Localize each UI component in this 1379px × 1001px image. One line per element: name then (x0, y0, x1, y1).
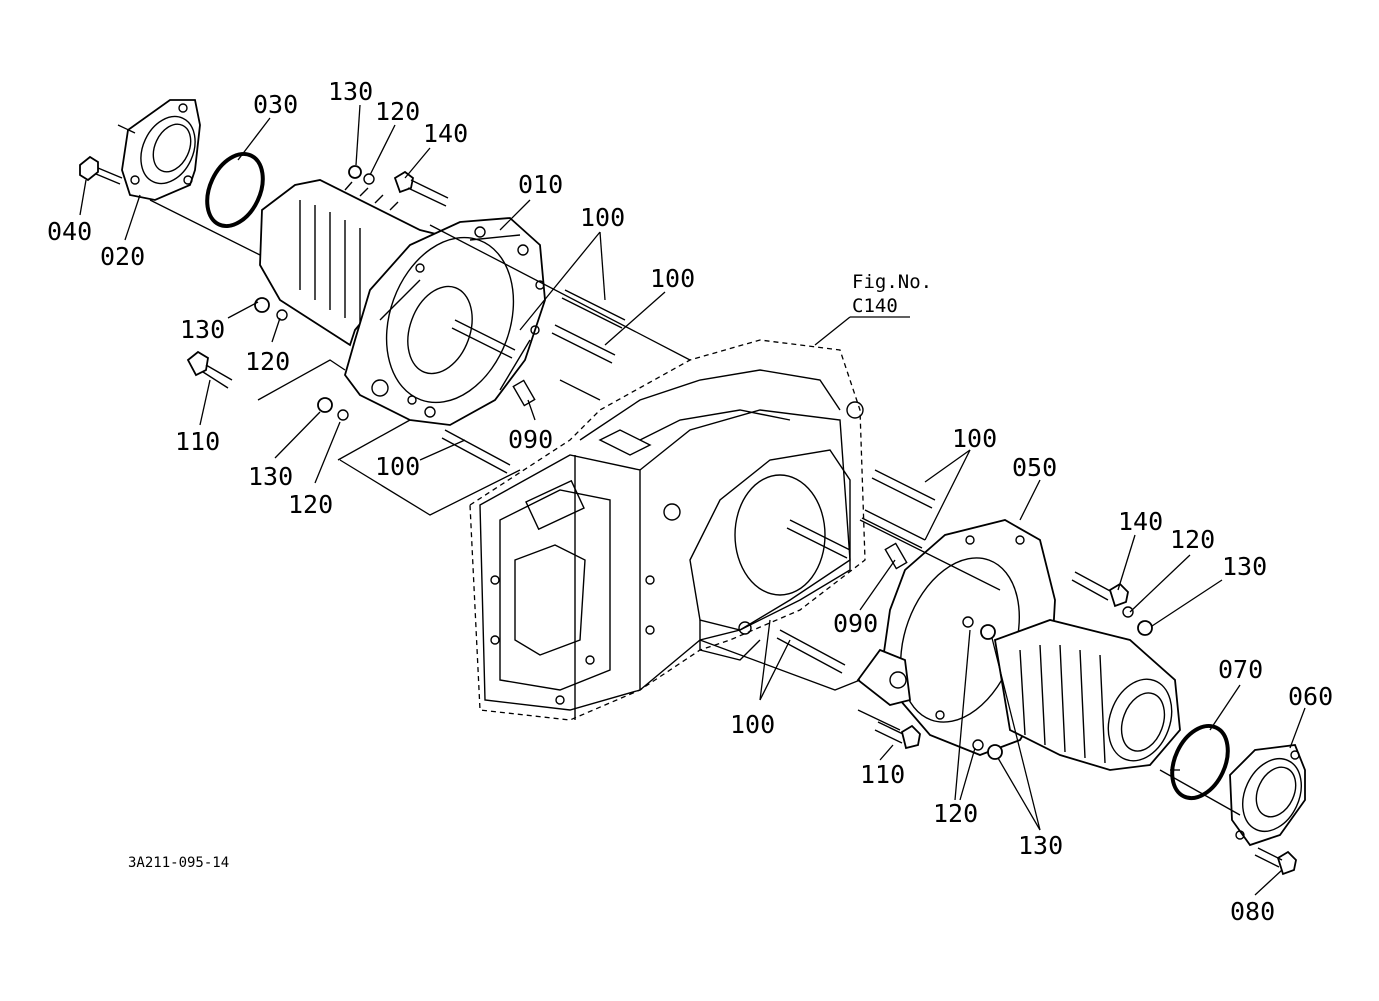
part-labels: 030 130 120 140 010 040 020 100 100 130 … (47, 77, 1333, 926)
left-fasteners (79, 155, 626, 474)
label-080: 080 (1230, 897, 1275, 926)
label-120-mid: 120 (245, 347, 290, 376)
label-100-c: 100 (375, 452, 420, 481)
label-110-right: 110 (860, 760, 905, 789)
label-120-bottom: 120 (933, 799, 978, 828)
label-030: 030 (253, 90, 298, 119)
drawing-code: 3A211-095-14 (128, 855, 229, 871)
label-130-mid: 130 (180, 315, 225, 344)
label-100-a: 100 (580, 203, 625, 232)
label-070: 070 (1218, 655, 1263, 684)
label-120-low: 120 (288, 490, 333, 519)
label-130-right: 130 (1222, 552, 1267, 581)
right-seal-housing (1229, 744, 1306, 847)
label-100-d: 100 (952, 424, 997, 453)
label-120-right: 120 (1170, 525, 1215, 554)
label-100-e: 100 (730, 710, 775, 739)
fig-number: C140 (852, 295, 898, 317)
label-050: 050 (1012, 453, 1057, 482)
label-100-b: 100 (650, 264, 695, 293)
label-120-top: 120 (375, 97, 420, 126)
label-130-top: 130 (328, 77, 373, 106)
left-seal-housing (121, 99, 201, 201)
label-110-left: 110 (175, 427, 220, 456)
label-020: 020 (100, 242, 145, 271)
left-o-ring (205, 151, 265, 229)
fig-no-label: Fig.No. (852, 271, 932, 293)
leader-lines (79, 104, 1306, 896)
label-140-right: 140 (1118, 507, 1163, 536)
figure-reference: Fig.No. C140 (814, 271, 932, 346)
transmission-case (469, 339, 866, 721)
label-060: 060 (1288, 682, 1333, 711)
label-130-low: 130 (248, 462, 293, 491)
left-axle-housing (259, 179, 546, 426)
right-axle-housing (856, 519, 1181, 771)
label-140-left: 140 (423, 119, 468, 148)
label-090-right: 090 (833, 609, 878, 638)
label-090-left: 090 (508, 425, 553, 454)
right-o-ring (1170, 723, 1230, 801)
assembly-lines (117, 124, 1241, 816)
right-fasteners (776, 469, 1297, 876)
label-130-bottom: 130 (1018, 831, 1063, 860)
label-010: 010 (518, 170, 563, 199)
label-040: 040 (47, 217, 92, 246)
